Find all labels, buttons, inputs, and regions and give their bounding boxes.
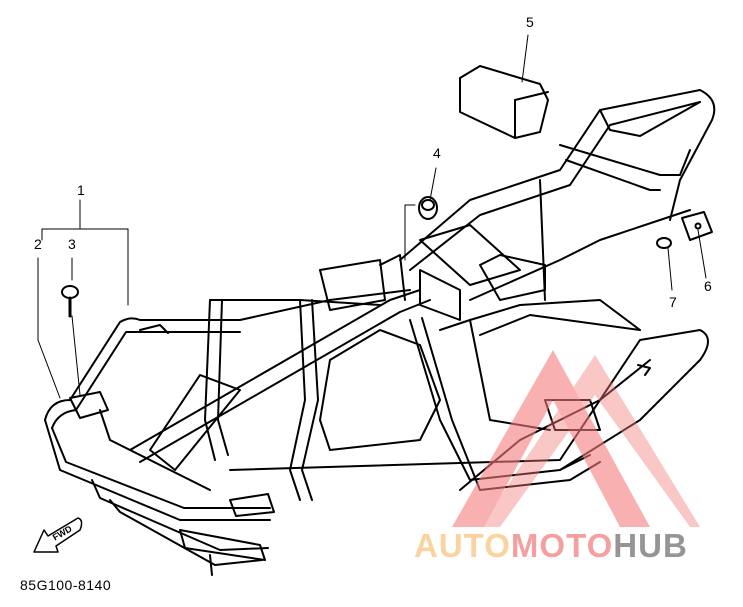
callout-5: 5 bbox=[526, 14, 534, 30]
part-3-bolt bbox=[61, 285, 79, 318]
fwd-arrow-icon bbox=[33, 517, 83, 553]
watermark-text: AUTOMOTOHUB bbox=[414, 527, 688, 565]
callout-7: 7 bbox=[669, 294, 677, 310]
callout-4: 4 bbox=[433, 145, 441, 161]
part-6-plate bbox=[681, 211, 713, 241]
leader-lines bbox=[37, 34, 707, 399]
watermark-logo-icon bbox=[452, 350, 700, 527]
part-4-grommet bbox=[418, 196, 438, 220]
callout-3: 3 bbox=[68, 236, 76, 252]
callout-2: 2 bbox=[34, 236, 42, 252]
watermark-moto: MOTO bbox=[510, 527, 614, 564]
callout-1: 1 bbox=[77, 182, 85, 198]
watermark-auto: AUTO bbox=[414, 527, 511, 564]
main-frame bbox=[44, 89, 716, 576]
callout-6: 6 bbox=[704, 278, 712, 294]
part-5-pad bbox=[459, 65, 549, 139]
watermark-hub: HUB bbox=[613, 527, 688, 564]
part-7-nut bbox=[656, 237, 672, 249]
part-number: 85G100-8140 bbox=[20, 577, 112, 593]
